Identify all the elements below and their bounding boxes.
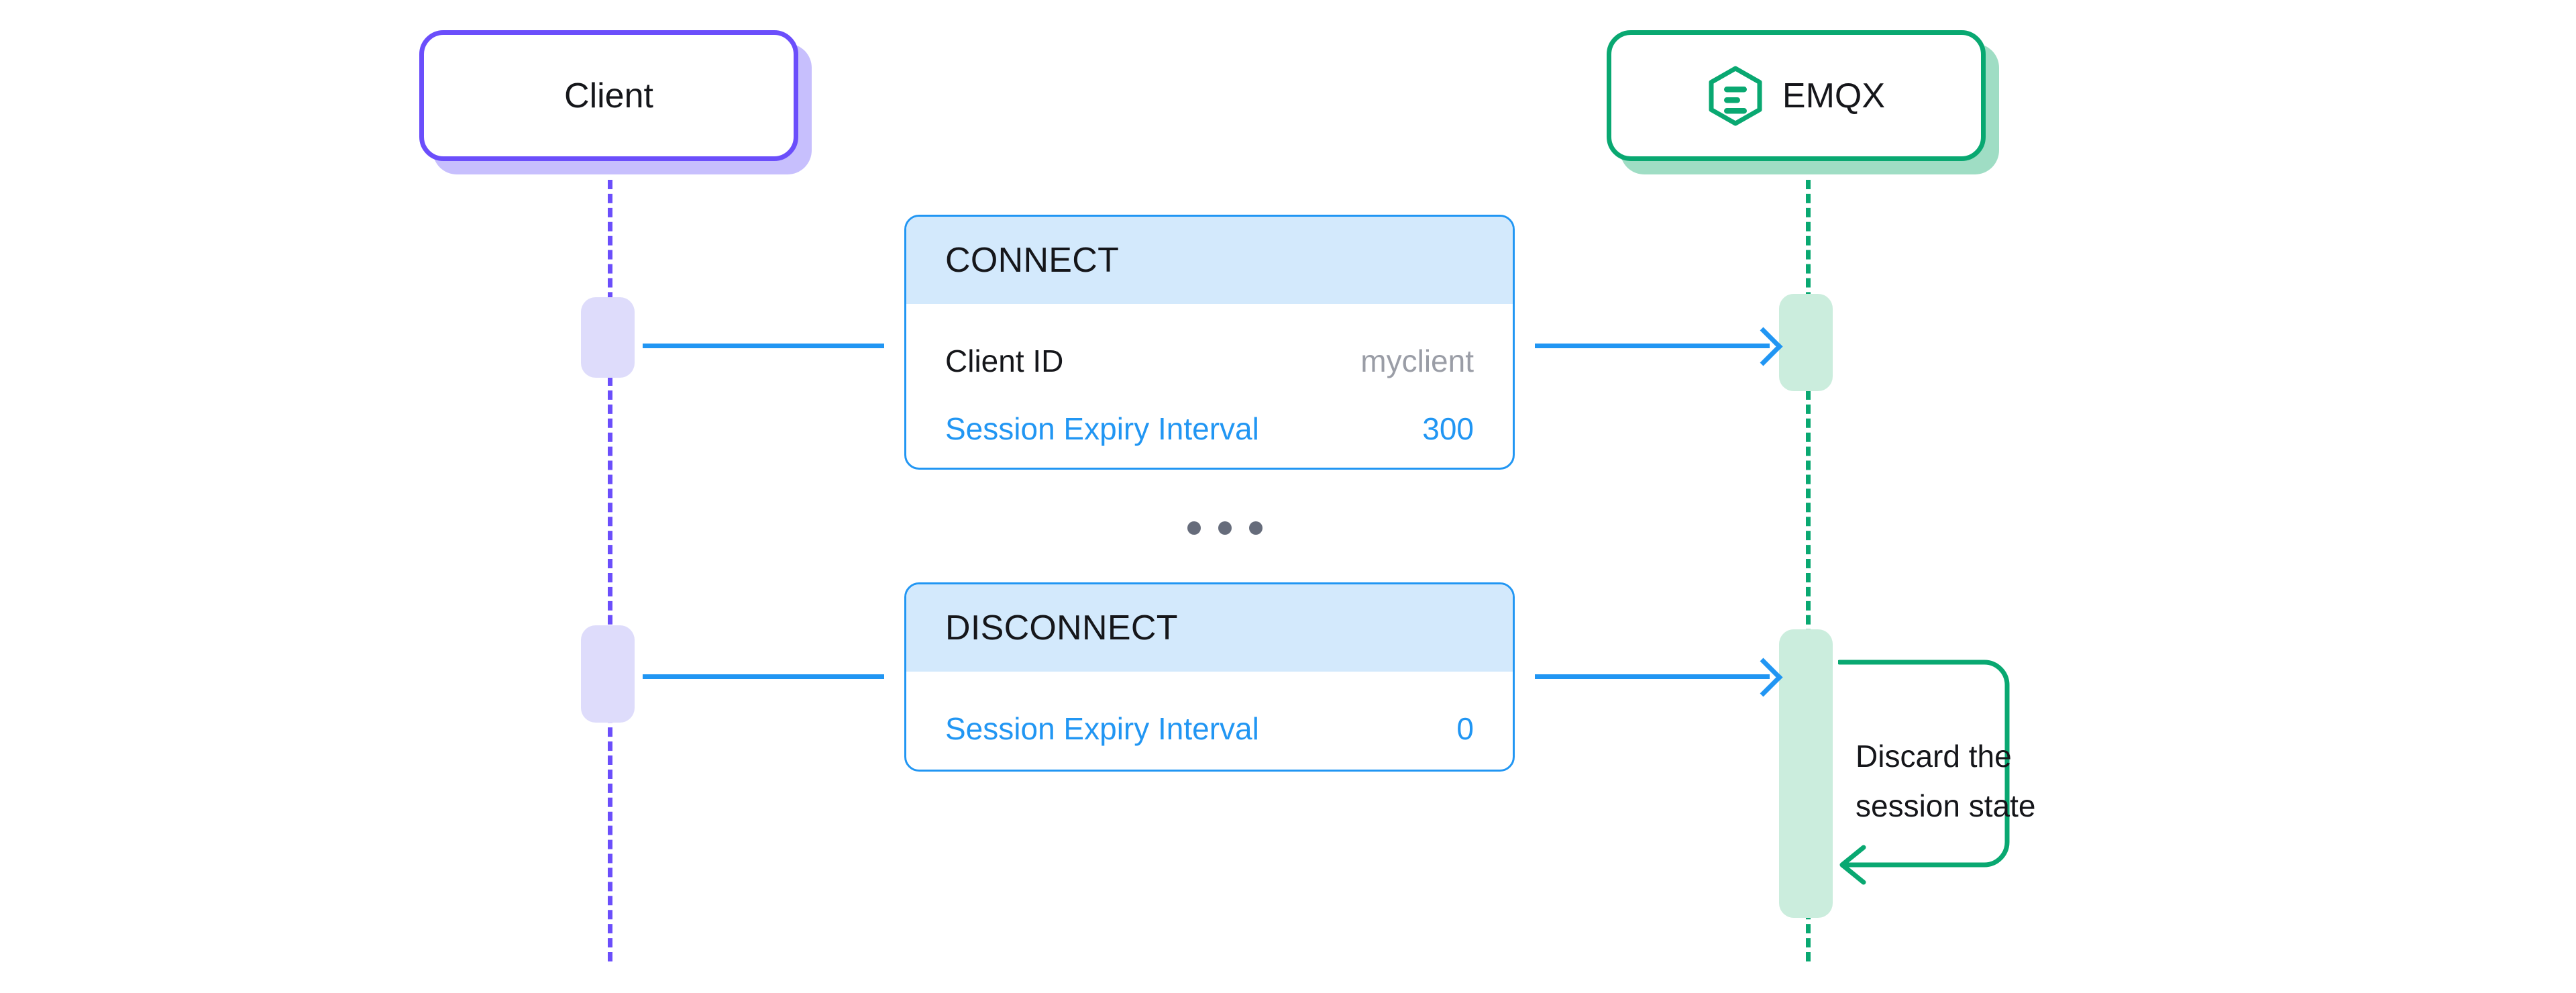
self-loop-discard-session	[1837, 658, 2039, 902]
ellipsis-dot	[1218, 521, 1232, 535]
ellipsis-dot	[1187, 521, 1201, 535]
participant-emqx-box[interactable]: EMQX	[1607, 30, 1986, 161]
participant-client-label: Client	[564, 76, 653, 115]
note-discard-session-line-1: Discard the	[1856, 739, 2012, 774]
message-box-connect[interactable]: CONNECT Client ID myclient Session Expir…	[904, 215, 1515, 470]
arrow-client-to-connect-box	[643, 344, 884, 348]
arrowhead-connect	[1743, 327, 1783, 366]
lifeline-client	[608, 180, 612, 961]
arrow-disconnect-box-to-emqx	[1535, 674, 1770, 679]
message-connect-body: Client ID myclient Session Expiry Interv…	[906, 346, 1513, 444]
activation-bar-emqx-connect	[1779, 294, 1833, 391]
message-row-value: myclient	[1360, 344, 1474, 378]
message-row: Client ID myclient	[945, 346, 1474, 376]
self-loop-arrow-icon	[1837, 660, 2010, 885]
message-box-disconnect[interactable]: DISCONNECT Session Expiry Interval 0	[904, 582, 1515, 772]
message-row-key: Session Expiry Interval	[945, 711, 1259, 746]
ellipsis-dot	[1249, 521, 1263, 535]
message-connect-title: CONNECT	[945, 241, 1120, 280]
activation-bar-emqx-disconnect	[1779, 629, 1833, 918]
message-disconnect-body: Session Expiry Interval 0	[906, 713, 1513, 744]
message-connect-header: CONNECT	[906, 217, 1513, 304]
arrowhead-disconnect	[1743, 658, 1783, 697]
participant-client-box[interactable]: Client	[419, 30, 798, 161]
arrow-connect-box-to-emqx	[1535, 344, 1770, 348]
emqx-logo-icon	[1707, 65, 1764, 127]
message-row-value: 300	[1422, 411, 1474, 446]
message-row: Session Expiry Interval 300	[945, 413, 1474, 444]
lifeline-emqx	[1806, 180, 1811, 961]
activation-bar-client-connect	[581, 297, 635, 378]
activation-bar-client-disconnect	[581, 625, 635, 723]
message-row-value: 0	[1456, 711, 1474, 746]
message-row-key: Client ID	[945, 344, 1064, 378]
participant-emqx-label: EMQX	[1782, 76, 1886, 115]
message-row: Session Expiry Interval 0	[945, 713, 1474, 744]
ellipsis-indicator	[1187, 521, 1263, 535]
message-row-key: Session Expiry Interval	[945, 411, 1259, 446]
note-discard-session-line-2: session state	[1856, 788, 2036, 823]
message-disconnect-header: DISCONNECT	[906, 584, 1513, 672]
message-disconnect-title: DISCONNECT	[945, 609, 1178, 647]
arrow-client-to-disconnect-box	[643, 674, 884, 679]
